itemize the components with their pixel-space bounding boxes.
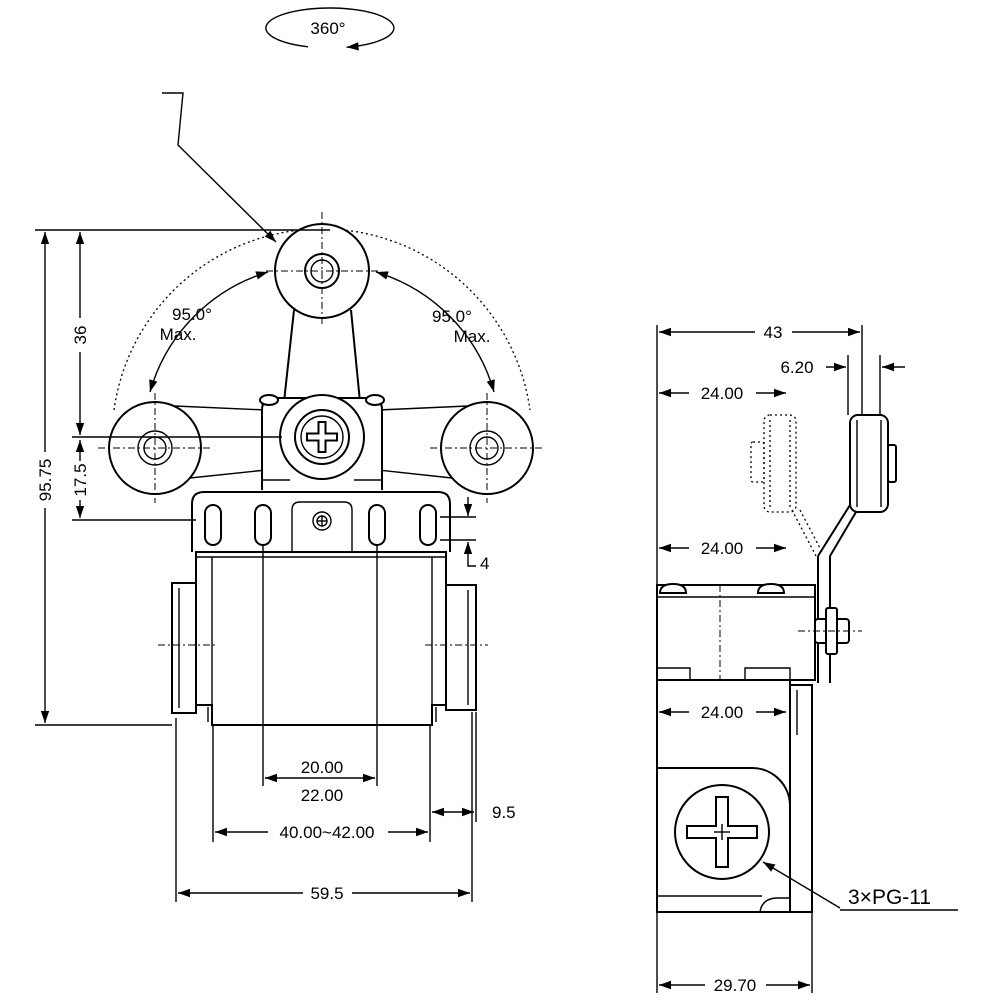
gland-label: 3×PG-11 [848, 886, 931, 909]
side-dimensions: 43 6.20 24.00 24.00 24.00 29.70 [656, 323, 905, 995]
head-outline [656, 584, 816, 681]
head-screw-right [756, 582, 786, 594]
head-screw-right [365, 394, 385, 406]
pivot-boss [279, 394, 365, 480]
dim-slot-spacing-b-label: 22.00 [301, 786, 344, 805]
mounting-slot-2 [254, 504, 272, 546]
rotation-arc [265, 7, 395, 51]
left-lever-upper-edge [174, 405, 267, 411]
dim-slot-offset-b [463, 542, 476, 567]
mounting-slot-3 [368, 504, 386, 546]
dim-lever-offset-label: 24.00 [701, 539, 744, 558]
lever-right-edge [350, 309, 361, 403]
lever-pivot [279, 394, 365, 480]
dim-overall-width-label: 59.5 [310, 884, 343, 903]
front-view: 95.0° Max. 95.0° Max. [35, 92, 544, 903]
dim-pivot-height-label: 17.5 [71, 463, 90, 496]
body-bottom-notch [759, 897, 790, 913]
side-head [656, 582, 862, 681]
pivot-screw-inner [300, 415, 344, 459]
right-lever-lower-edge [377, 469, 453, 479]
swung-lever-outlines [174, 405, 469, 479]
side-roller-alternate [750, 414, 823, 557]
plate-screw [312, 511, 332, 531]
body-outline [195, 551, 447, 726]
front-dimensions: 95.75 36 17.5 4 20.00 22.00 [35, 229, 516, 903]
right-lever-upper-edge [377, 405, 469, 411]
dim-roller-offset-label: 24.00 [701, 384, 744, 403]
roller-body [849, 414, 889, 513]
pivot-screw-outer [294, 409, 350, 465]
swing-arrow-right [375, 271, 495, 393]
dim-gland-projection-label: 9.5 [492, 803, 516, 822]
cable-gland-right [445, 584, 477, 711]
gland-opening [674, 784, 770, 880]
dim-slot-spacing-a-label: 20.00 [301, 758, 344, 777]
dim-overall-height-label: 95.75 [36, 459, 55, 502]
gland-cross-icon [686, 796, 758, 868]
roller-hub [887, 444, 897, 483]
rotation-label: 360° [310, 19, 345, 38]
top-roller [266, 212, 378, 326]
left-lever-lower-edge [189, 469, 267, 479]
swing-left-angle: 95.0° [172, 305, 212, 324]
lever-edge-b [829, 511, 857, 557]
swing-arrow-left [149, 271, 269, 393]
switch-body-front [158, 551, 488, 726]
body-side-strip [789, 684, 813, 913]
lever-left-edge [283, 309, 295, 403]
side-body [656, 679, 813, 913]
gland-boss [657, 767, 791, 807]
side-roller [817, 414, 897, 557]
dim-slot-offset-label: 4 [480, 554, 489, 573]
swing-left-limit: Max. [160, 325, 197, 344]
alt-lever-edge-a [791, 509, 817, 557]
dim-mounting-spacing-label: 40.00~42.00 [279, 823, 374, 842]
head-screw-left [259, 394, 279, 406]
alt-roller-body [763, 414, 797, 513]
mounting-slot-4 [419, 504, 437, 546]
lever-arm [283, 309, 361, 403]
mounting-slot-1 [204, 504, 222, 546]
rotation-indicator: 360° [265, 7, 395, 51]
left-swung-roller [98, 393, 212, 503]
cable-gland-left [171, 582, 197, 714]
dim-body-width-label: 29.70 [714, 976, 757, 995]
head-screw-left [658, 582, 688, 594]
head-foot-left [657, 667, 691, 680]
dim-body-offset-label: 24.00 [701, 703, 744, 722]
plate-outline [191, 491, 451, 552]
gland-leader-line [762, 861, 841, 909]
side-view: 3×PG-11 43 6.20 24.00 24.00 [656, 323, 958, 995]
dim-roller-height-label: 36 [71, 326, 90, 345]
pivot-screw-cross-icon [306, 421, 338, 453]
swing-leader-line [162, 92, 277, 243]
mounting-plate [191, 491, 451, 552]
alt-roller-hub [750, 441, 765, 483]
plate-center-tab [291, 501, 353, 552]
gland-callout: 3×PG-11 [762, 861, 958, 911]
dim-roller-width-label: 6.20 [780, 358, 813, 377]
lever-edge-a [817, 504, 851, 557]
swing-right-limit: Max. [454, 327, 491, 346]
head-foot-right [744, 667, 791, 680]
right-swung-roller [430, 393, 544, 503]
dim-overall-depth-label: 43 [764, 323, 783, 342]
swing-right-angle: 95.0° [432, 307, 472, 326]
